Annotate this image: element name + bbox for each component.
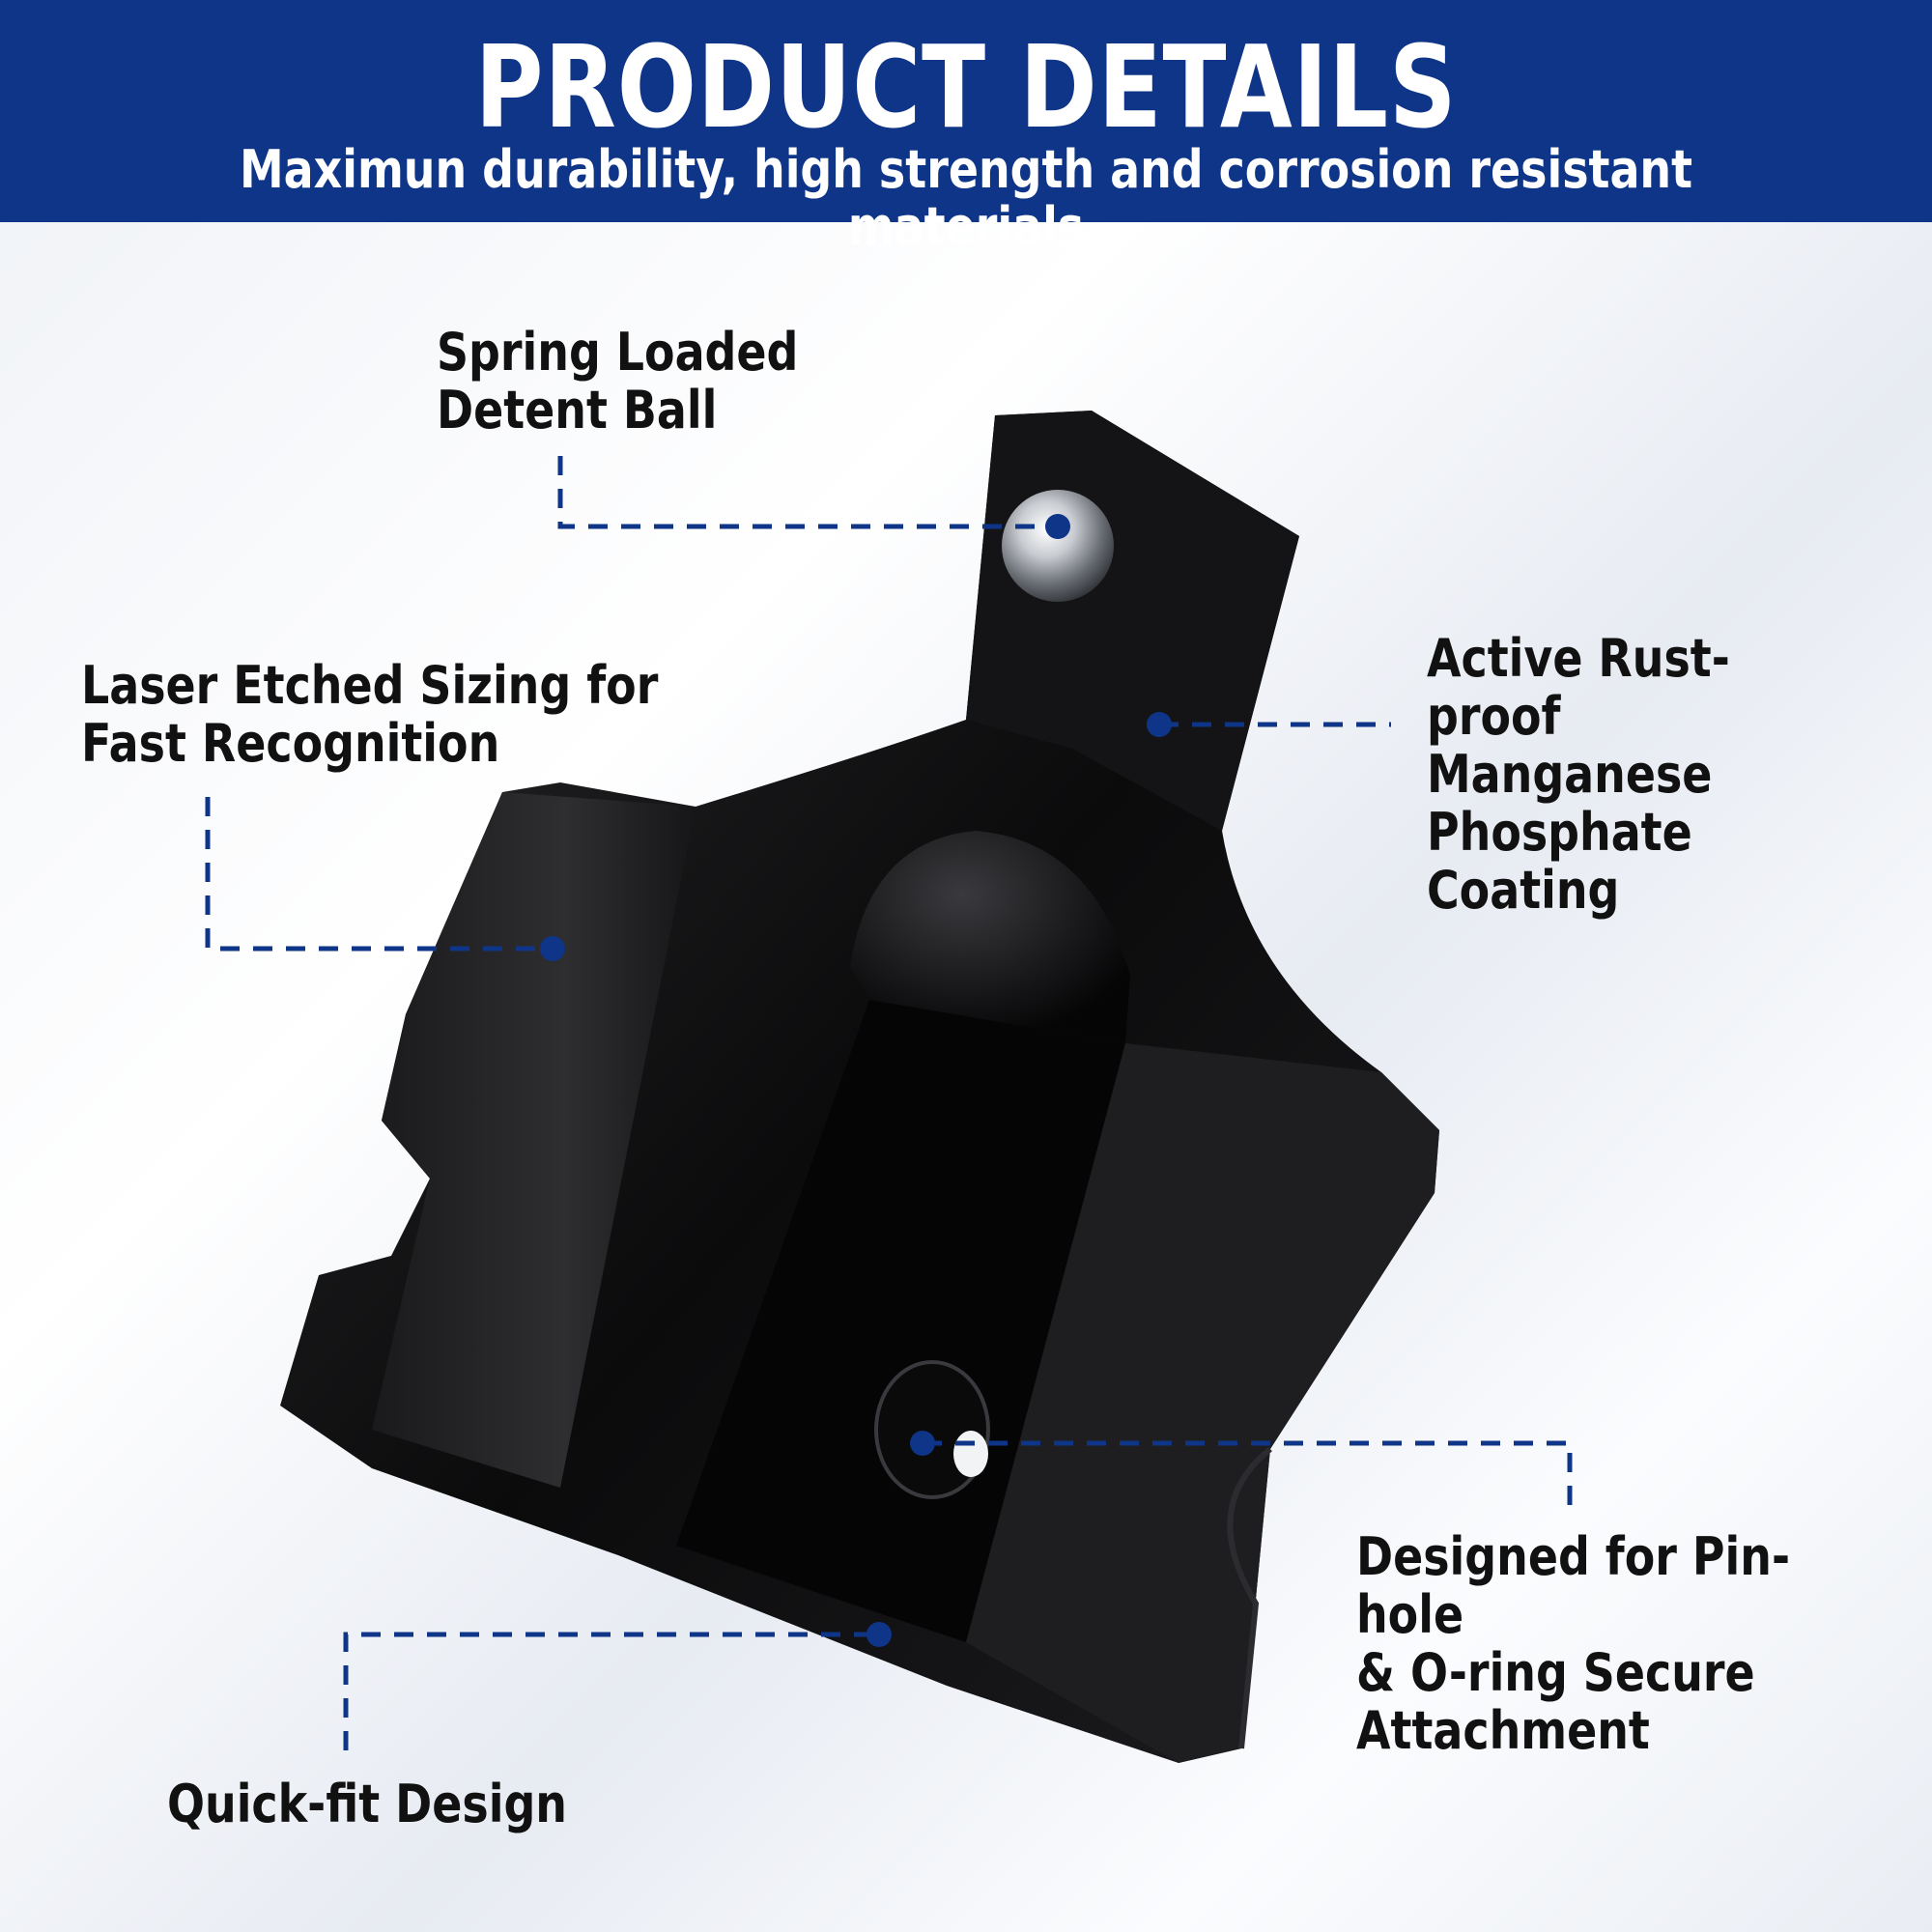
leader-detent (557, 456, 1058, 529)
detent-ball (1002, 490, 1114, 602)
leader-laser (205, 797, 553, 952)
leader-dots (540, 514, 1172, 1647)
adapter-body (280, 411, 1439, 1763)
leader-pinhole (923, 1440, 1573, 1512)
callout-detent-ball: Spring Loaded Detent Ball (437, 322, 799, 440)
leader-quickfit (343, 1632, 879, 1750)
callout-quick-fit: Quick-fit Design (167, 1774, 567, 1834)
callout-pin-hole: Designed for Pin-hole & O-ring Secure At… (1356, 1526, 1791, 1761)
page-title: PRODUCT DETAILS (474, 20, 1458, 154)
header-banner: PRODUCT DETAILS Maximun durability, high… (0, 0, 1932, 256)
callout-rust-proof: Active Rust-proof Manganese Phosphate Co… (1427, 628, 1730, 921)
callout-laser-etched: Laser Etched Sizing for Fast Recognition (81, 655, 659, 774)
leader-lines (205, 456, 1573, 1750)
page-subtitle: Maximun durability, high strength and co… (239, 139, 1693, 258)
